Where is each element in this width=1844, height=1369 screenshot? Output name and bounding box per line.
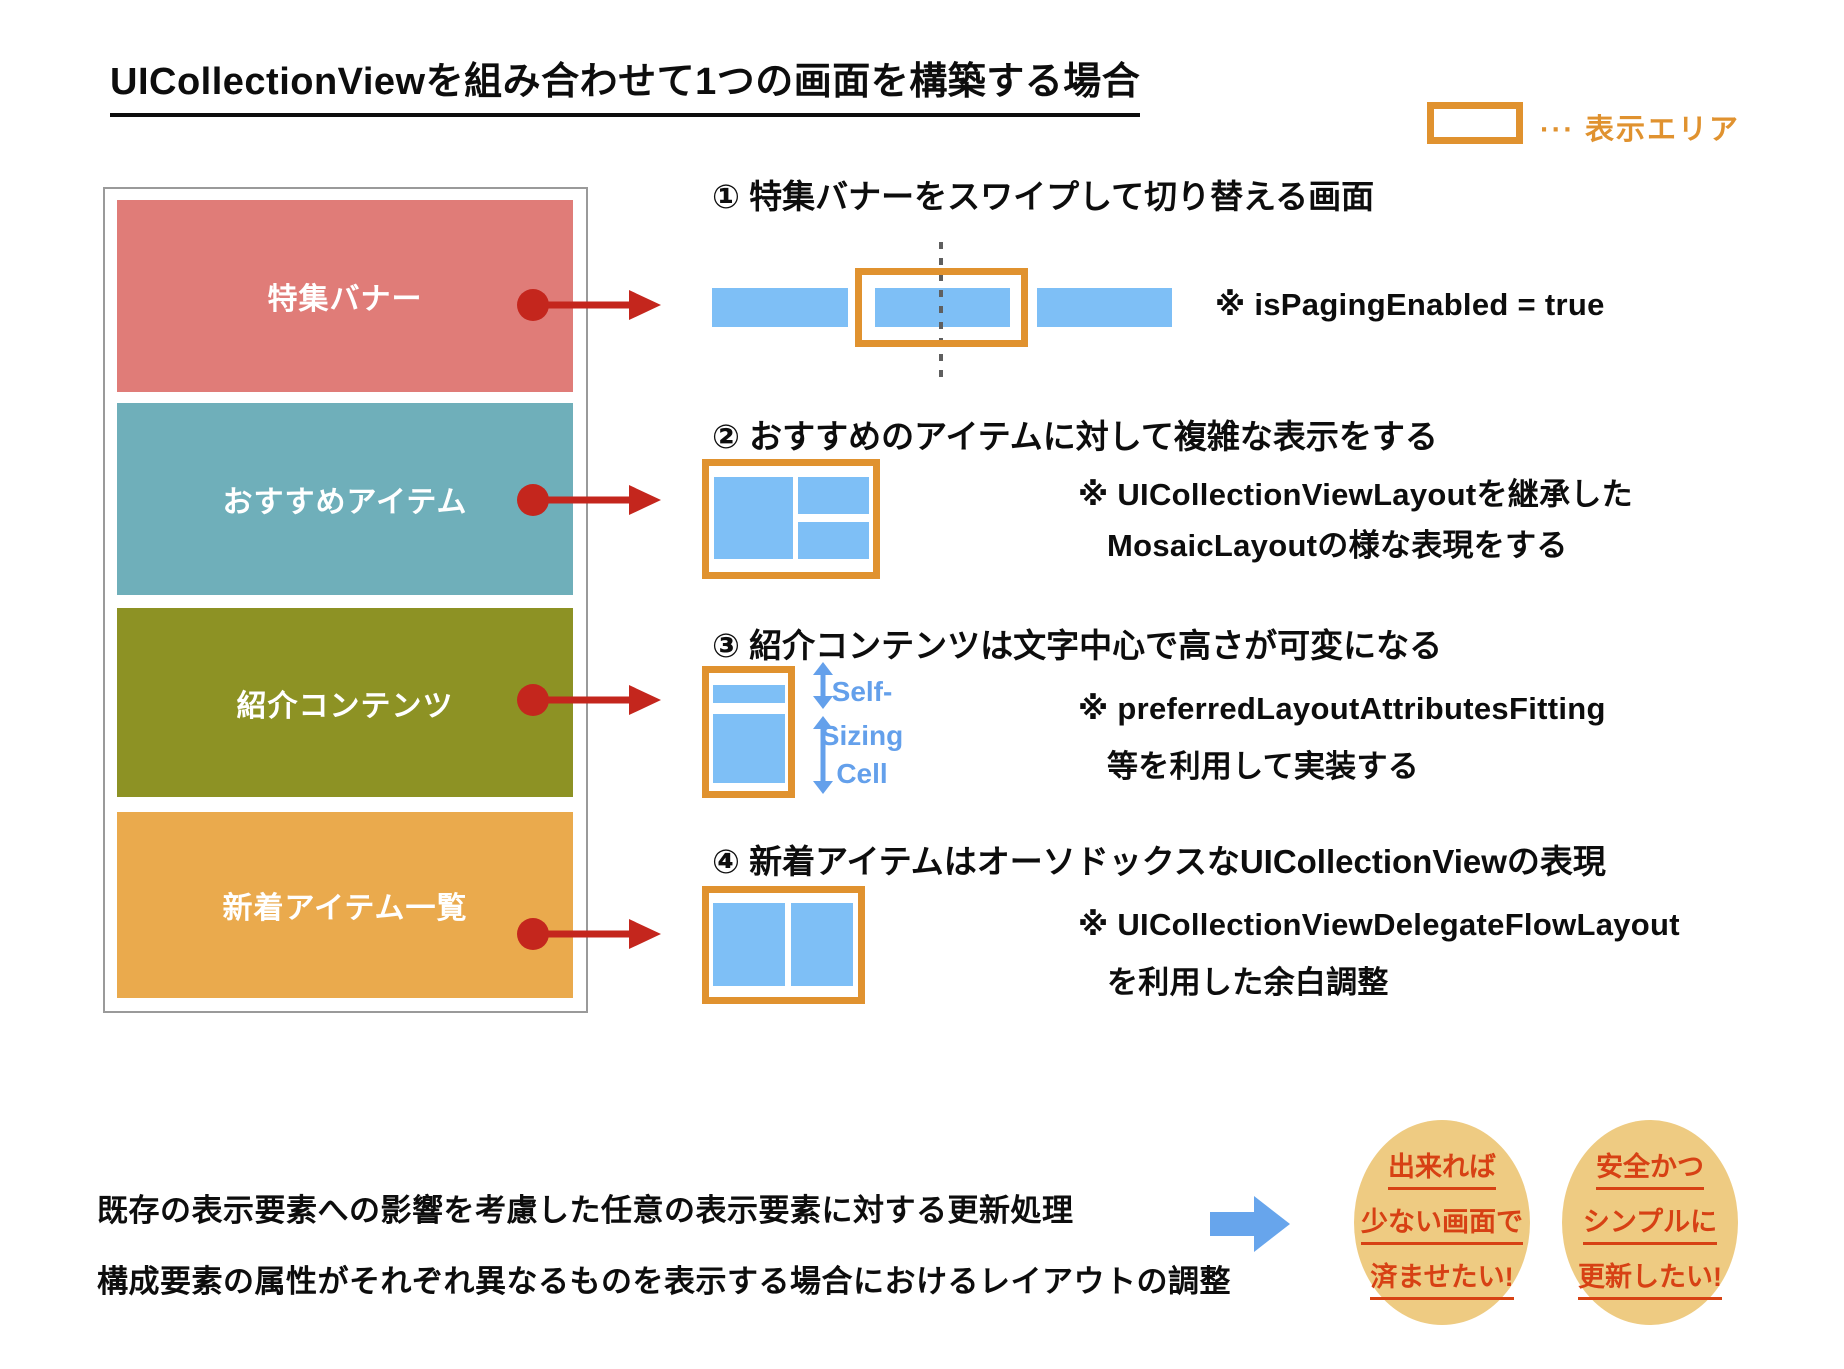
banner-cell-right [1037, 288, 1172, 327]
page-title: UICollectionViewを組み合わせて1つの画面を構築する場合 [110, 50, 1141, 117]
section-1-note: ※ isPagingEnabled = true [1215, 287, 1605, 322]
block-recommended-items-label: おすすめアイテム [222, 486, 468, 519]
self-sizing-height-arrows [813, 662, 833, 794]
section-2-heading: ② おすすめのアイテムに対して複雑な表示をする [712, 418, 1438, 455]
section-3-note-line-2: 等を利用して実装する [1107, 749, 1420, 784]
goal-bubble-1-line-2: 少ない画面で [1361, 1200, 1523, 1245]
self-sizing-label-2: Sizing [820, 720, 904, 751]
red-connector-arrow-4 [517, 918, 661, 950]
block-intro-content-label: 紹介コンテンツ [236, 689, 454, 723]
legend-label: ··· 表示エリア [1540, 114, 1741, 146]
goal-bubble-2-line-1: 安全かつ [1596, 1145, 1704, 1190]
self-sizing-label-3: Cell [836, 758, 888, 789]
mosaic-cell-bottom-right [798, 522, 869, 559]
section-3-note-line-1: ※ preferredLayoutAttributesFitting [1078, 691, 1606, 726]
section-2-note-line-2: MosaicLayoutの様な表現をする [1107, 528, 1568, 563]
section-1-heading: ① 特集バナーをスワイプして切り替える画面 [712, 178, 1375, 215]
goal-bubble-2-line-2: シンプルに [1582, 1200, 1718, 1245]
display-area-frame-4 [702, 886, 865, 1004]
block-featured-banner: 特集バナー [117, 200, 573, 392]
section-4-note-line-2: を利用した余白調整 [1107, 965, 1389, 1000]
flow-cell-1 [713, 903, 785, 986]
block-featured-banner-label: 特集バナー [267, 283, 423, 316]
display-area-frame-3 [702, 666, 795, 798]
section-3-heading: ③ 紹介コンテンツは文字中心で高さが可変になる [712, 627, 1443, 664]
section-4-note-line-1: ※ UICollectionViewDelegateFlowLayout [1078, 907, 1680, 942]
flow-cell-2 [791, 903, 853, 986]
mosaic-cell-top-right [798, 477, 869, 514]
goal-bubble-2: 安全かつ シンプルに 更新したい! [1562, 1120, 1738, 1325]
banner-cell-left [712, 288, 848, 327]
display-area-swatch [1427, 102, 1523, 144]
self-sizing-cell-body [713, 714, 785, 783]
self-sizing-cell-header-bar [713, 685, 785, 703]
paging-snap-guide [939, 242, 943, 378]
goal-bubble-2-line-3: 更新したい! [1578, 1255, 1722, 1300]
issue-line-1: 既存の表示要素への影響を考慮した任意の表示要素に対する更新処理 [97, 1193, 1074, 1228]
block-new-items-list: 新着アイテム一覧 [117, 812, 573, 998]
goal-bubble-1: 出来れば 少ない画面で 済ませたい! [1354, 1120, 1530, 1325]
section-2-note-line-1: ※ UICollectionViewLayoutを継承した [1078, 477, 1633, 512]
self-sizing-label-1: Self- [831, 676, 893, 707]
block-new-items-list-label: 新着アイテム一覧 [222, 892, 468, 925]
mosaic-cell-large [714, 477, 793, 559]
display-area-frame-2 [702, 459, 880, 579]
red-connector-arrow-2 [517, 484, 661, 516]
page-title-text: UICollectionViewを組み合わせて1つの画面を構築する場合 [110, 50, 1141, 117]
display-area-frame-1 [855, 268, 1028, 347]
red-connector-arrow-3 [517, 684, 661, 716]
issue-line-2: 構成要素の属性がそれぞれ異なるものを表示する場合におけるレイアウトの調整 [97, 1264, 1231, 1299]
red-connector-arrow-1 [517, 289, 661, 321]
block-intro-content: 紹介コンテンツ [117, 608, 573, 797]
block-recommended-items: おすすめアイテム [117, 403, 573, 595]
goal-bubble-1-line-1: 出来れば [1388, 1145, 1496, 1190]
big-blue-arrow [1210, 1196, 1290, 1252]
goal-bubble-1-line-3: 済ませたい! [1370, 1255, 1514, 1300]
section-4-heading: ④ 新着アイテムはオーソドックスなUICollectionViewの表現 [712, 843, 1606, 880]
